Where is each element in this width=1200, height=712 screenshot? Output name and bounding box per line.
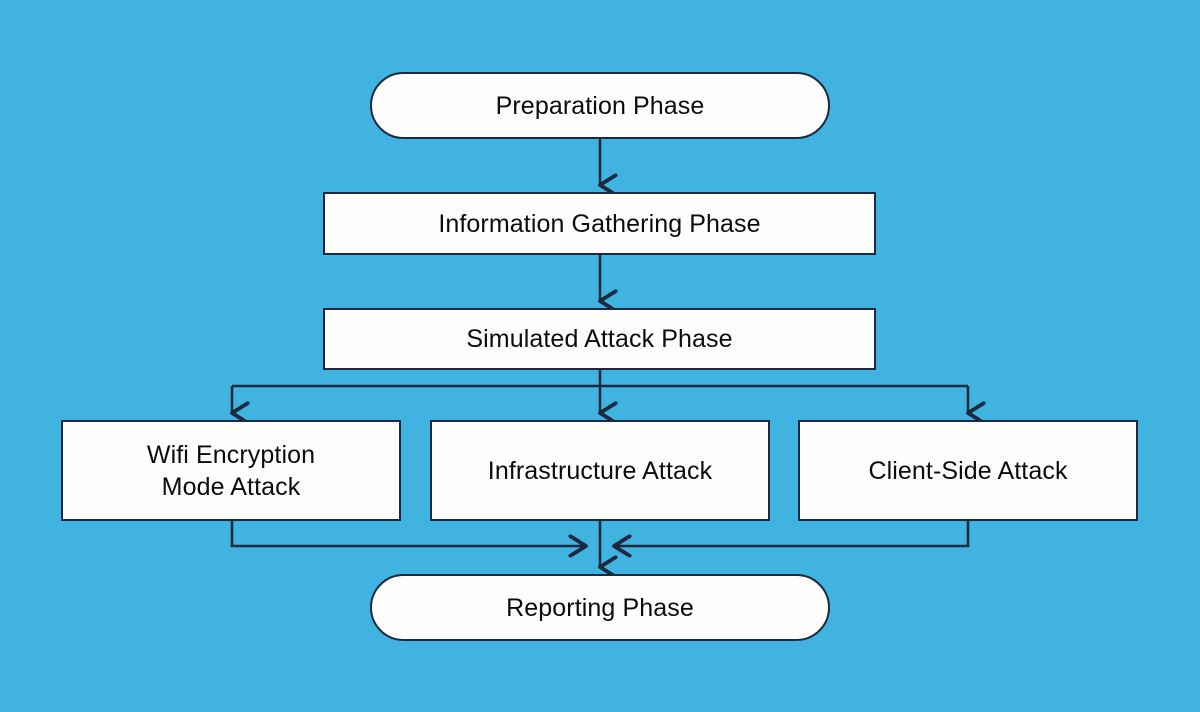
edge-client-side-to-reporting bbox=[612, 521, 970, 558]
node-reporting-phase-label: Reporting Phase bbox=[506, 593, 694, 622]
node-preparation-phase-label: Preparation Phase bbox=[495, 91, 705, 120]
node-infrastructure-attack[interactable]: Infrastructure Attack bbox=[430, 420, 770, 521]
node-simulated-attack-phase-label: Simulated Attack Phase bbox=[466, 325, 733, 353]
node-information-gathering-phase-label: Information Gathering Phase bbox=[438, 209, 761, 238]
node-preparation-phase[interactable]: Preparation Phase bbox=[370, 72, 830, 139]
node-reporting-phase[interactable]: Reporting Phase bbox=[370, 574, 830, 641]
node-client-side-attack[interactable]: Client-Side Attack bbox=[798, 420, 1138, 521]
node-wifi-encryption-mode-attack-label: Wifi Encryption Mode Attack bbox=[146, 440, 316, 501]
node-information-gathering-phase[interactable]: Information Gathering Phase bbox=[323, 192, 876, 255]
edge-wifi-encryption-to-reporting bbox=[230, 521, 588, 558]
node-simulated-attack-phase[interactable]: Simulated Attack Phase bbox=[323, 308, 876, 370]
node-wifi-encryption-mode-attack[interactable]: Wifi Encryption Mode Attack bbox=[61, 420, 401, 521]
node-infrastructure-attack-label: Infrastructure Attack bbox=[487, 456, 713, 485]
node-client-side-attack-label: Client-Side Attack bbox=[868, 456, 1068, 485]
